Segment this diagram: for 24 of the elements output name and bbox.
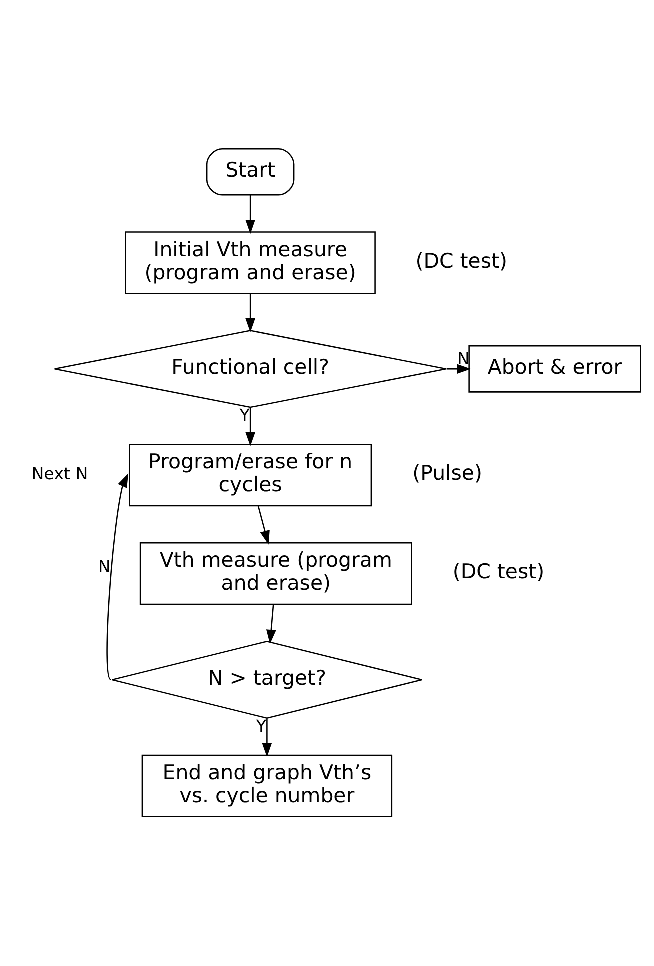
arrow — [262, 718, 272, 758]
edge-label: Y — [240, 406, 250, 426]
arrow — [446, 364, 472, 374]
node-box: End and graph Vth’s vs. cycle number — [142, 754, 393, 818]
node-diamond: N > target? — [112, 640, 423, 720]
node-box: Program/erase for n cycles — [129, 444, 372, 507]
edge-label: N — [98, 557, 111, 576]
arrow — [246, 294, 256, 333]
node-box: Start — [206, 148, 295, 196]
arrow — [246, 195, 256, 234]
node-box: Abort & error — [468, 345, 642, 393]
edge-label: N — [457, 350, 470, 369]
node-label: (DC test) — [416, 248, 508, 273]
arrow — [246, 408, 256, 446]
arrow — [266, 605, 276, 644]
edge-label: Y — [256, 717, 267, 736]
node-label: (Pulse) — [412, 461, 482, 486]
node-box: Vth measure (program and erase) — [140, 542, 412, 606]
arrow — [258, 506, 270, 545]
label: Next N — [32, 464, 88, 484]
node-diamond: Functional cell? — [54, 330, 447, 408]
node-label: (DC test) — [452, 560, 545, 584]
arrow — [106, 474, 129, 680]
node-box: Initial Vth measure (program and erase) — [125, 232, 376, 294]
